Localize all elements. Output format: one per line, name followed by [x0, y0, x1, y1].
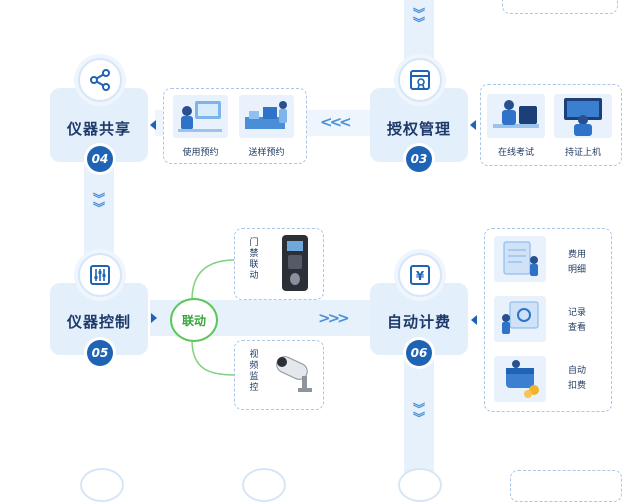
- use-booking-illustration: [173, 95, 228, 138]
- auto-deduct-label: 自动扣费: [567, 366, 586, 391]
- video-monitor-label: 视频监控: [249, 350, 259, 393]
- linkage-circle[interactable]: 联动: [170, 298, 218, 342]
- billing-icon: ¥: [398, 253, 442, 297]
- online-exam-illustration: [487, 94, 545, 138]
- video-monitor-card: [234, 340, 324, 410]
- track-right-bottom: [404, 350, 434, 479]
- door-access-card: [234, 228, 324, 300]
- step-billing-title: 自动计费: [386, 313, 451, 331]
- arrow-left-billing: [471, 315, 477, 325]
- linkage-label: 联动: [181, 314, 206, 328]
- door-access-device: [282, 235, 308, 291]
- arrow-right-control: [151, 313, 157, 323]
- step-share-title: 仪器共享: [66, 120, 131, 138]
- chevrons-down-left: ︾︾: [92, 192, 105, 215]
- certified-use-illustration: [554, 94, 612, 138]
- step-share-number: 04: [87, 146, 113, 172]
- send-sample-illustration: [239, 95, 294, 138]
- chevrons-left-mid: <<<: [320, 113, 352, 131]
- arrow-left-auth: [470, 120, 476, 130]
- chevrons-down-top: ︾︾: [412, 7, 425, 30]
- door-access-label: 门禁联动: [249, 238, 259, 281]
- camera-icon: [268, 352, 318, 400]
- step-control-title: 仪器控制: [66, 313, 131, 331]
- linkage-branches: [191, 259, 236, 376]
- record-view-illustration: [494, 296, 546, 342]
- billing-icon-glyph: ¥: [416, 269, 425, 283]
- step-auth-title: 授权管理: [386, 120, 451, 138]
- sliders-icon: [78, 253, 122, 297]
- send-sample-label: 送样预约: [248, 148, 285, 158]
- chevrons-down-bottom: ︾︾: [412, 402, 425, 425]
- auto-deduct-illustration: [494, 356, 546, 402]
- bottom-partial-circle-left: [80, 468, 124, 502]
- certificate-icon: [398, 58, 442, 102]
- chevrons-right-mid: >>>: [318, 309, 350, 327]
- use-booking-label: 使用预约: [182, 148, 219, 158]
- share-icon: [78, 58, 122, 102]
- certified-use-label: 持证上机: [564, 148, 601, 158]
- fee-detail-illustration: [494, 236, 546, 282]
- step-billing-number: 06: [406, 340, 432, 366]
- record-view-label: 记录查看: [567, 308, 586, 333]
- bottom-partial-circle-mid: [242, 468, 286, 502]
- arrow-left-share: [150, 120, 156, 130]
- top-right-partial-card: [502, 0, 618, 14]
- bottom-partial-card: [510, 470, 622, 502]
- step-control-number: 05: [87, 340, 113, 366]
- step-auth-number: 03: [406, 146, 432, 172]
- bottom-partial-circle-right: [398, 468, 442, 502]
- fee-detail-label: 费用明细: [567, 250, 586, 275]
- online-exam-label: 在线考试: [497, 148, 534, 158]
